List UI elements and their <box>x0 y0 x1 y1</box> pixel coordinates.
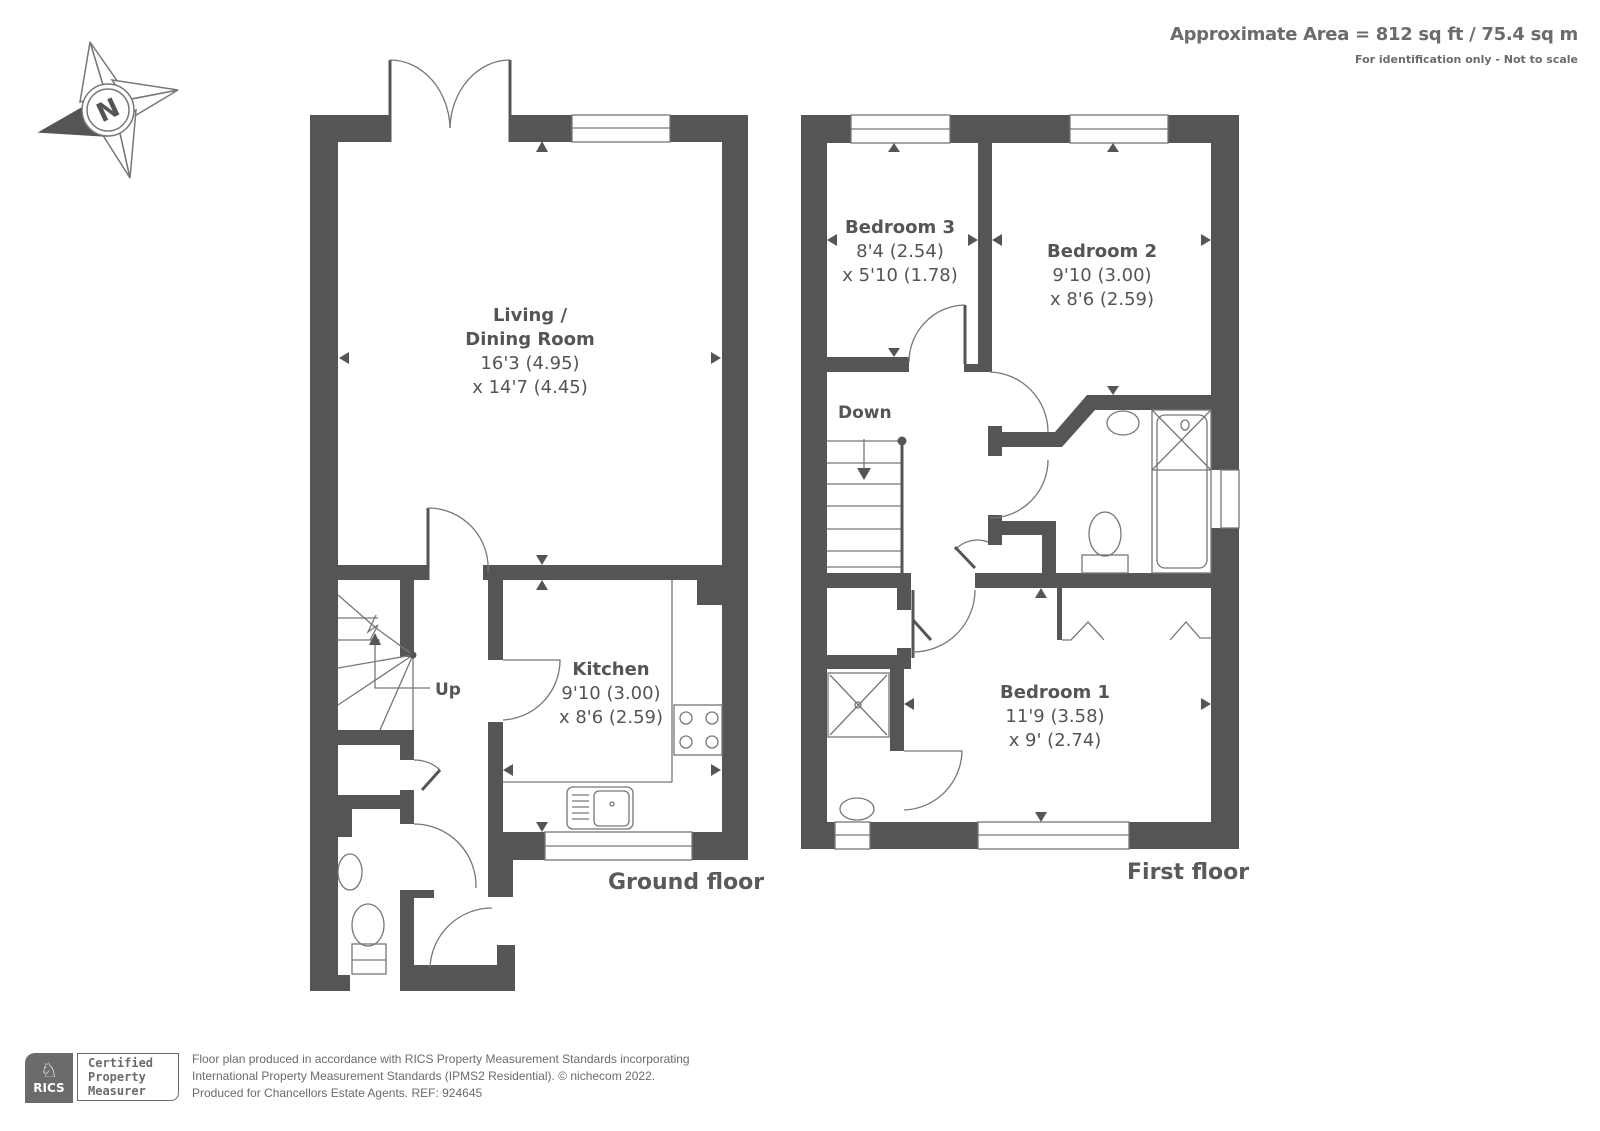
first-floor-label: First floor <box>1127 860 1250 885</box>
room-name: Kitchen <box>572 659 650 680</box>
stairs-up-label: Up <box>435 680 461 700</box>
first-floor-dimension-arrows <box>827 143 1211 822</box>
footer-line-3: Produced for Chancellors Estate Agents. … <box>192 1086 483 1100</box>
first-floor-walls <box>801 115 1239 849</box>
footer-line-2: International Property Measurement Stand… <box>192 1069 656 1083</box>
room-dimension: 9'10 (3.00) <box>1052 265 1152 286</box>
room-dimension: 9'10 (3.00) <box>561 683 661 704</box>
certified-property-measurer-badge: Certified Property Measurer <box>77 1053 179 1101</box>
rics-text: RICS <box>33 1081 65 1095</box>
room-name: Living / <box>492 305 568 326</box>
room-dimension: x 5'10 (1.78) <box>842 265 958 286</box>
lion-icon: ♘ <box>40 1058 58 1082</box>
room-dimension: x 8'6 (2.59) <box>1049 289 1155 310</box>
rics-logo: ♘ RICS <box>25 1053 73 1103</box>
scale-disclaimer: For identification only - Not to scale <box>1355 53 1578 66</box>
room-name: Dining Room <box>465 329 595 350</box>
first-floor-fixtures <box>827 114 1240 850</box>
room-dimension: 11'9 (3.58) <box>1005 706 1105 727</box>
room-bedroom-2: Bedroom 2 9'10 (3.00) x 8'6 (2.59) <box>1047 240 1157 312</box>
room-bedroom-3: Bedroom 3 8'4 (2.54) x 5'10 (1.78) <box>842 216 958 288</box>
ground-floor-dimension-arrows <box>339 141 721 832</box>
room-dimension: x 14'7 (4.45) <box>472 377 588 398</box>
badge-line: Property <box>88 1070 146 1084</box>
room-kitchen: Kitchen 9'10 (3.00) x 8'6 (2.59) <box>559 658 663 730</box>
room-dimension: x 8'6 (2.59) <box>558 707 664 728</box>
badge-line: Certified <box>88 1056 154 1070</box>
ground-floor-label: Ground floor <box>608 870 765 895</box>
room-dimension: 16'3 (4.95) <box>480 353 580 374</box>
badge-line: Measurer <box>88 1084 146 1098</box>
compass-icon: N <box>37 41 179 179</box>
room-name: Bedroom 3 <box>845 217 955 238</box>
room-name: Bedroom 2 <box>1047 241 1157 262</box>
room-bedroom-1: Bedroom 1 11'9 (3.58) x 9' (2.74) <box>1000 681 1110 753</box>
approximate-area: Approximate Area = 812 sq ft / 75.4 sq m <box>1169 24 1578 45</box>
room-dimension: 8'4 (2.54) <box>856 241 944 262</box>
ground-floor-fixtures <box>337 59 723 975</box>
footer-notes: Floor plan produced in accordance with R… <box>192 1051 690 1102</box>
stairs-down-label: Down <box>838 403 892 423</box>
ground-floor-walls <box>310 115 748 991</box>
room-name: Bedroom 1 <box>1000 682 1110 703</box>
room-dimension: x 9' (2.74) <box>1008 730 1102 751</box>
room-living-dining: Living / Dining Room 16'3 (4.95) x 14'7 … <box>465 304 594 400</box>
footer-line-1: Floor plan produced in accordance with R… <box>192 1052 690 1066</box>
